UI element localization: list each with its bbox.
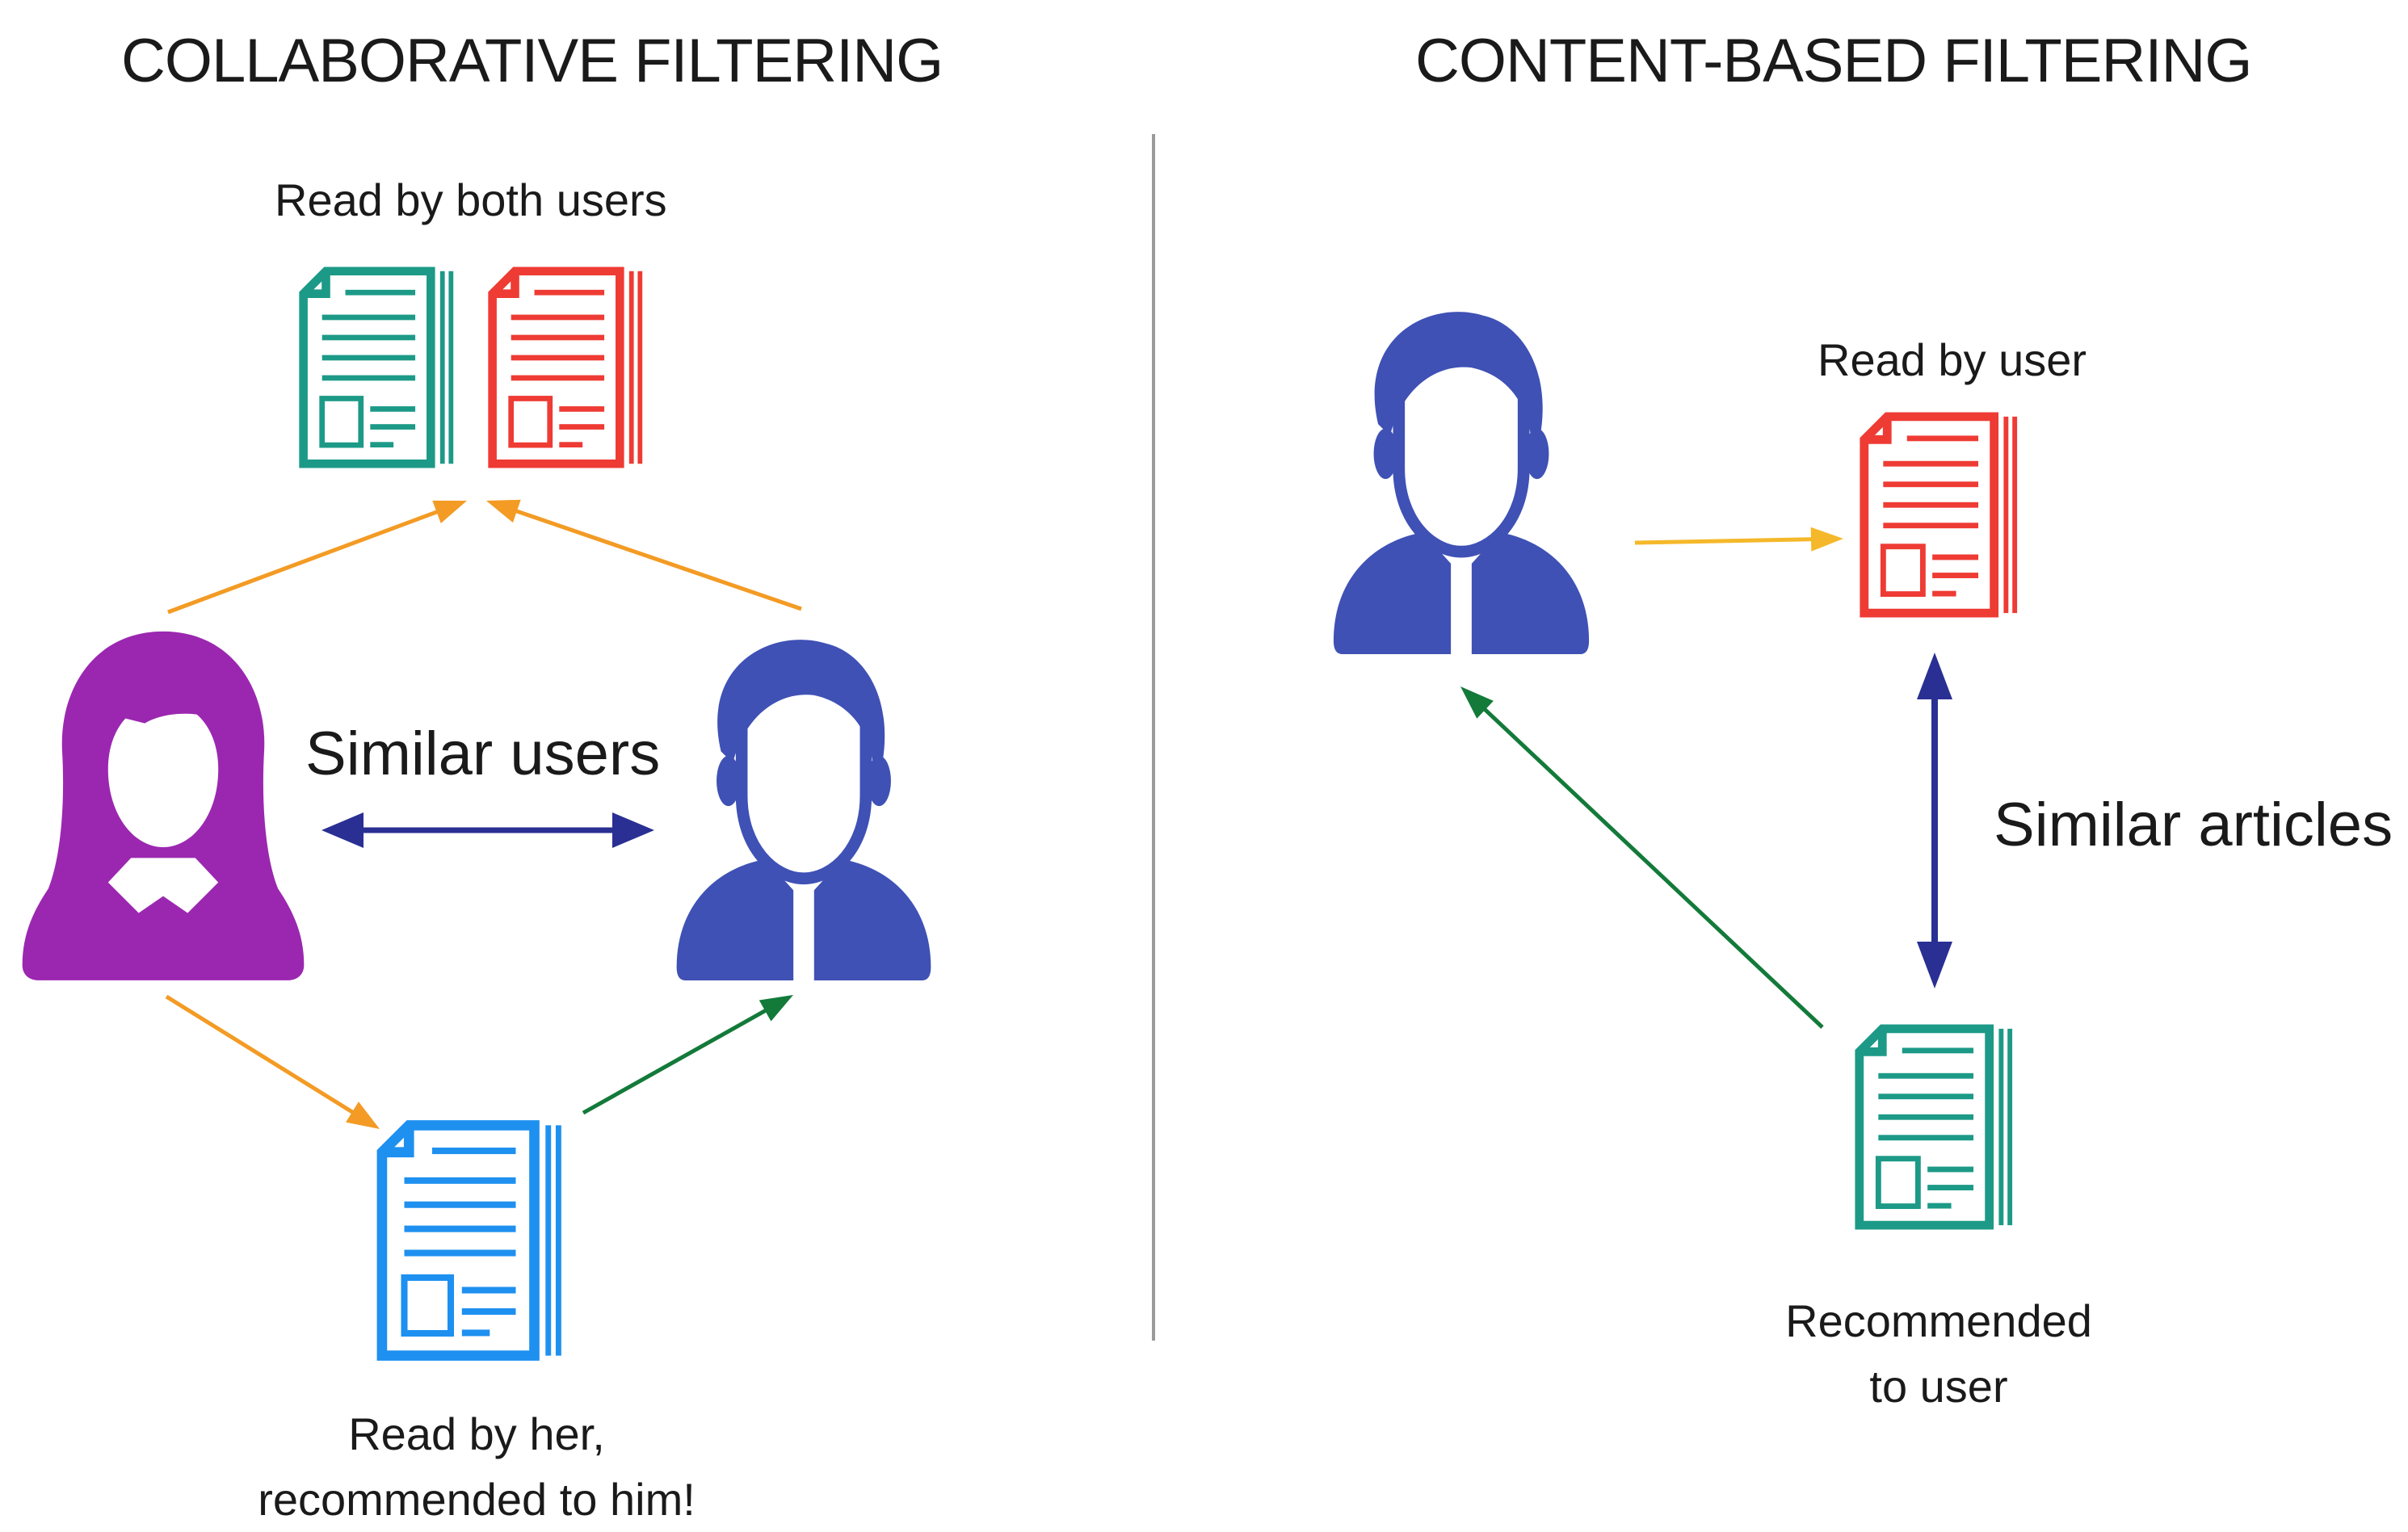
- caption-line-1: Read by her,: [348, 1408, 605, 1459]
- arrow-head: [1810, 527, 1843, 552]
- arrow-shaft: [582, 1004, 775, 1115]
- teal-document-icon: [304, 271, 452, 464]
- content-based-heading: CONTENT-BASED FILTERING: [1415, 27, 2252, 95]
- arrow-shaft: [1476, 701, 1824, 1029]
- arrow-head: [486, 499, 521, 523]
- similar-articles-label: Similar articles: [1994, 791, 2393, 859]
- read-by-user-label: Read by user: [1818, 334, 2087, 385]
- blue-document-icon: [382, 1125, 559, 1355]
- red-document-icon: [493, 271, 641, 464]
- arrow-shaft: [506, 506, 802, 611]
- arrow-head: [612, 812, 654, 848]
- arrow-similar-articles: [1917, 653, 1952, 988]
- arrow-man-to-shared-docs: [486, 499, 802, 611]
- arrow-similar-users: [321, 812, 654, 848]
- arrow-user-to-red-doc: [1634, 527, 1843, 552]
- arrow-woman-to-blue-doc: [165, 994, 380, 1129]
- collaborative-section: [22, 271, 931, 1356]
- arrow-head: [1917, 942, 1952, 988]
- collaborative-caption: Read by her, recommended to him!: [194, 1401, 759, 1532]
- read-by-both-label: Read by both users: [275, 174, 667, 225]
- arrow-teal-doc-to-user: [1460, 686, 1824, 1029]
- arrow-head: [346, 1102, 380, 1129]
- arrow-head: [1460, 686, 1494, 719]
- teal-document-icon: [1860, 1029, 2010, 1225]
- man-user-icon: [677, 640, 931, 980]
- red-document-icon: [1864, 417, 2015, 613]
- arrow-shaft: [165, 994, 362, 1119]
- content-based-caption: Recommended to user: [1680, 1288, 2197, 1419]
- arrow-head: [759, 995, 793, 1022]
- arrow-head: [1917, 653, 1952, 699]
- caption-line-1: Recommended: [1785, 1295, 2092, 1346]
- woman-user-icon: [22, 631, 305, 980]
- arrow-head: [432, 500, 467, 524]
- caption-line-2: recommended to him!: [258, 1474, 696, 1526]
- man-user-icon: [1334, 312, 1589, 654]
- content-based-section: [1334, 312, 2015, 1225]
- caption-line-2: to user: [1869, 1361, 2008, 1412]
- collaborative-heading: COLLABORATIVE FILTERING: [121, 27, 943, 95]
- arrow-blue-doc-to-man: [582, 995, 793, 1115]
- arrow-head: [321, 812, 364, 848]
- arrow-woman-to-shared-docs: [167, 500, 467, 615]
- arrow-shaft: [1634, 537, 1822, 545]
- arrow-shaft: [167, 506, 447, 615]
- similar-users-label: Similar users: [305, 720, 661, 788]
